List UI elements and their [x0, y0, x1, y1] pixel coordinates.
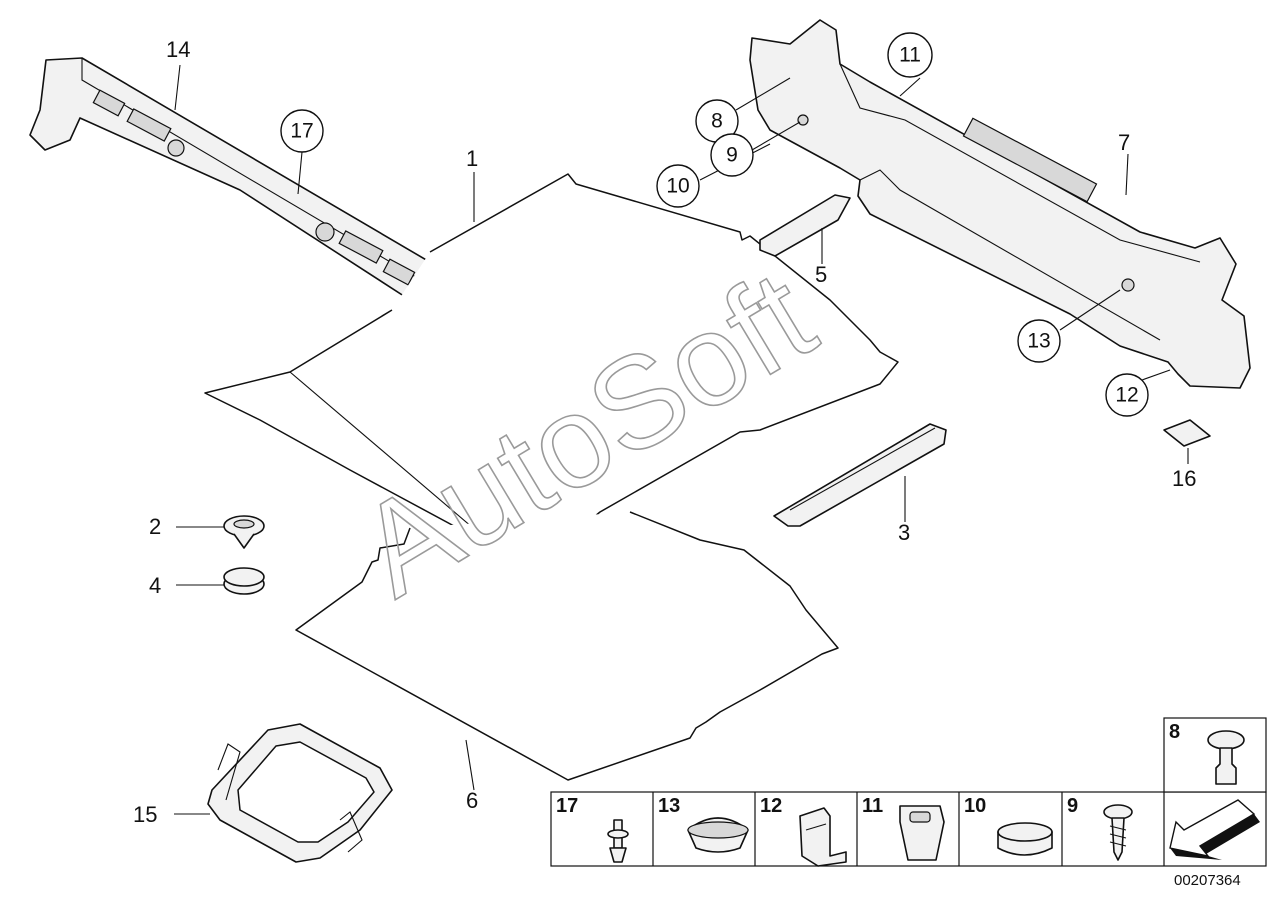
svg-text:11: 11: [899, 44, 921, 67]
part-3-rail: [773, 423, 947, 527]
callouts-circled: 17 11 8 9 10 13 12: [280, 32, 1149, 417]
legend-cell-9: 9: [1067, 795, 1133, 861]
callout-15: 15: [133, 802, 157, 827]
callout-7: 7: [1118, 130, 1130, 155]
callout-16: 16: [1172, 466, 1196, 491]
part-16-pad: [1163, 419, 1211, 447]
svg-text:11: 11: [862, 795, 883, 817]
svg-text:17: 17: [556, 795, 578, 817]
svg-text:12: 12: [760, 795, 782, 817]
callout-14: 14: [166, 37, 190, 62]
callout-12: 12: [1105, 373, 1149, 417]
callout-9: 9: [710, 133, 754, 177]
callout-1: 1: [466, 146, 478, 171]
callout-3: 3: [898, 520, 910, 545]
legend-cell-13: 13: [658, 795, 749, 853]
part-5-bracket: [759, 194, 851, 257]
legend-cell-10: 10: [964, 795, 1053, 856]
callout-2: 2: [149, 514, 161, 539]
svg-text:10: 10: [666, 175, 689, 198]
svg-text:8: 8: [1169, 721, 1180, 743]
hardware-legend: 17 13 12 11 10 9: [550, 717, 1267, 867]
legend-cell-17: 17: [556, 795, 629, 863]
svg-text:12: 12: [1115, 384, 1138, 407]
callout-4: 4: [149, 573, 161, 598]
part-4-plug: [223, 567, 265, 595]
part-15-frame: [207, 723, 393, 863]
part-6-lower-mat: [295, 511, 839, 781]
part-14-trim-panel: [29, 57, 463, 373]
legend-cell-12: 12: [760, 795, 847, 867]
leader-lines: [174, 64, 1189, 815]
callout-5: 5: [815, 262, 827, 287]
drawing-number: 00207364: [1174, 872, 1241, 889]
callout-11: 11: [887, 32, 933, 78]
callouts-plain: 14 1 7 5 16 3 2 4 6 15: [133, 37, 1196, 827]
direction-arrow-icon: [1169, 799, 1260, 860]
callout-10: 10: [656, 164, 700, 208]
svg-text:8: 8: [711, 110, 723, 133]
legend-cell-11: 11: [862, 795, 945, 861]
svg-text:10: 10: [964, 795, 986, 817]
callout-17: 17: [280, 109, 324, 153]
svg-text:13: 13: [1027, 330, 1050, 353]
svg-text:13: 13: [658, 795, 680, 817]
part-2-grommet: [223, 515, 265, 549]
callout-13: 13: [1017, 319, 1061, 363]
part-7-rear-panel: [749, 19, 1251, 389]
legend-cell-8: 8: [1169, 721, 1245, 785]
svg-text:9: 9: [1067, 795, 1078, 817]
svg-text:17: 17: [290, 120, 313, 143]
callout-6: 6: [466, 788, 478, 813]
svg-text:9: 9: [726, 144, 738, 167]
